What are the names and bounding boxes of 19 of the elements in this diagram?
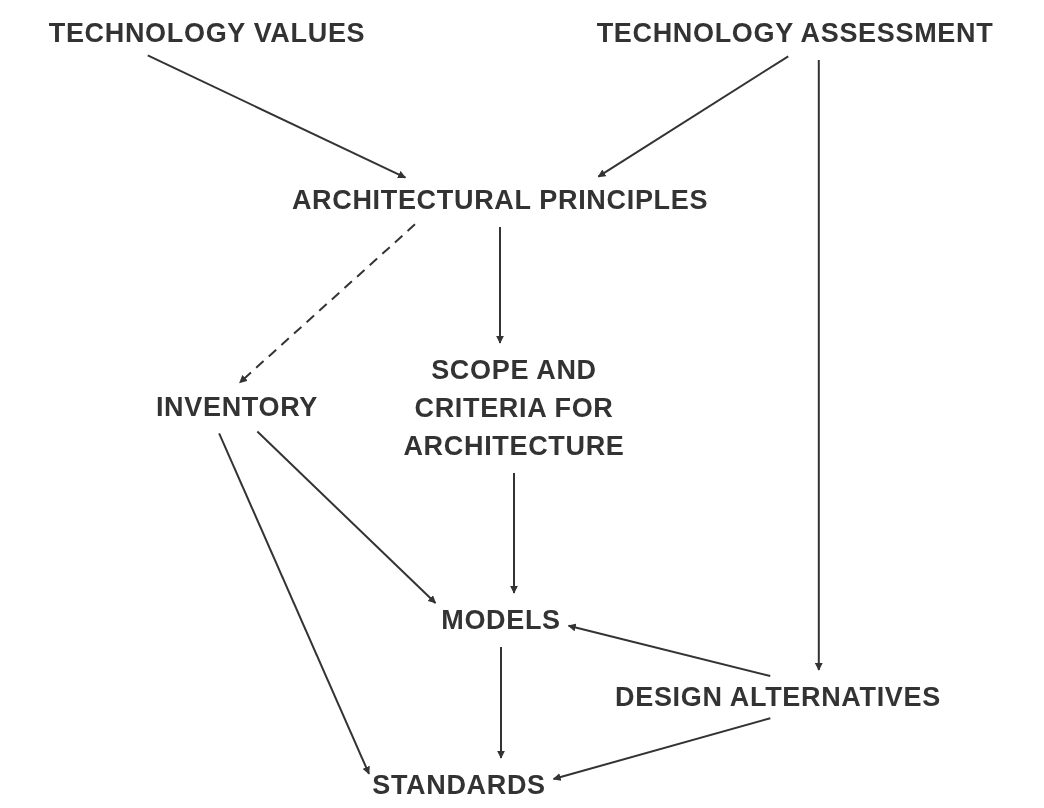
- text-label: STANDARDS: [372, 766, 546, 804]
- text-label: DESIGN ALTERNATIVES: [615, 678, 941, 716]
- arrow: [552, 717, 772, 781]
- arrow: [256, 430, 437, 605]
- arrow: [218, 432, 370, 775]
- text-label: TECHNOLOGY VALUES: [48, 14, 366, 52]
- arrow: [510, 472, 518, 594]
- text-label: ARCHITECTURAL PRINCIPLES: [291, 181, 709, 219]
- text-label: INVENTORY: [155, 388, 319, 426]
- arrow: [597, 55, 790, 178]
- arrow: [814, 59, 823, 671]
- text-label: SCOPE AND CRITERIA FOR ARCHITECTURE: [384, 351, 644, 465]
- text-label: MODELS: [441, 601, 561, 639]
- arrow: [497, 646, 505, 759]
- arrow: [238, 223, 416, 384]
- text-label: TECHNOLOGY ASSESSMENT: [596, 14, 994, 52]
- arrow: [146, 54, 407, 179]
- arrow: [567, 623, 772, 678]
- arrow: [496, 226, 504, 344]
